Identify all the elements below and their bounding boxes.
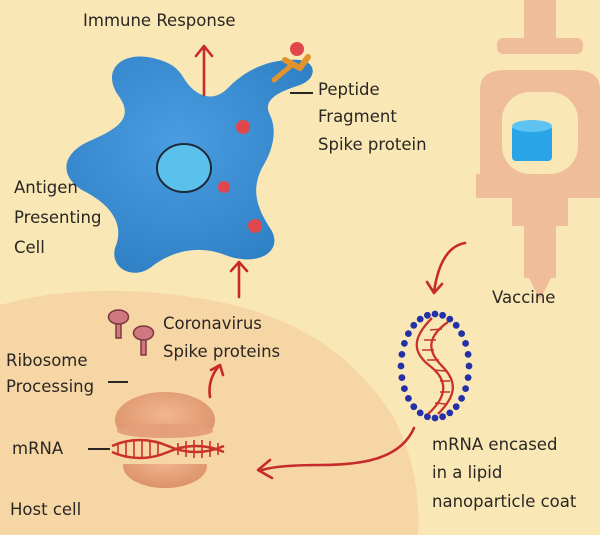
arrow-ribosome-to-spike <box>208 363 225 399</box>
label-apc-line1: Antigen <box>14 178 78 197</box>
lipid-dot <box>452 403 460 411</box>
antigen-dot <box>218 181 230 193</box>
lipid-dot <box>416 409 424 417</box>
lipid-dot <box>431 414 439 422</box>
lipid-dot <box>446 409 454 417</box>
lipid-dot <box>439 311 446 319</box>
arrow-lnp-to-host <box>256 426 416 480</box>
label-coronavirus-line1: Coronavirus <box>163 314 262 333</box>
lnp-mrna-strand <box>415 317 454 415</box>
antigen-dot <box>248 219 262 233</box>
lipid-dot <box>424 413 431 421</box>
lipid-dot <box>416 315 424 323</box>
label-coronavirus-line2: Spike proteins <box>163 342 281 361</box>
label-apc-line3: Cell <box>14 238 45 257</box>
antigen-dot <box>290 42 304 56</box>
lipid-dot <box>465 362 473 370</box>
host-mrna-strand <box>111 438 225 460</box>
label-ribosome-line1: Ribosome <box>6 351 88 370</box>
lipid-dot <box>464 351 472 358</box>
lipid-nanoparticle-coat <box>397 310 473 422</box>
label-lnp-line2: in a lipid <box>432 463 503 482</box>
lipid-dot <box>439 413 446 421</box>
lipid-dot <box>398 374 406 381</box>
label-mrna: mRNA <box>12 439 64 458</box>
arrow-immune-response <box>194 44 214 97</box>
vaccine-syringe <box>476 0 600 300</box>
lipid-dot <box>397 362 405 370</box>
label-lnp-line1: mRNA encased <box>432 435 558 454</box>
arrow-vaccine-to-lnp <box>425 241 467 295</box>
arrow-spike-to-cell <box>229 260 249 299</box>
lipid-dot <box>410 403 418 411</box>
lipid-dot <box>462 340 469 347</box>
lipid-dot <box>431 310 439 318</box>
nucleus <box>156 143 212 193</box>
label-peptide-fragment-line3: Spike protein <box>318 135 427 154</box>
lipid-dot <box>401 340 408 347</box>
lipid-dot <box>446 315 454 323</box>
label-peptide-fragment-line1: Peptide <box>318 80 380 99</box>
lipid-dot <box>464 374 472 381</box>
lipid-dot <box>401 385 408 392</box>
label-host-cell: Host cell <box>10 500 82 519</box>
lipid-dot <box>410 321 418 329</box>
spike-proteins <box>107 309 155 356</box>
vaccine-fluid <box>512 120 552 161</box>
lipid-dot <box>458 330 465 337</box>
label-ribosome-line2: Processing <box>6 377 95 396</box>
peptide-receptor <box>271 54 311 83</box>
lipid-dot <box>462 385 469 392</box>
label-lnp-line3: nanoparticle coat <box>432 492 577 511</box>
lipid-dot <box>424 311 431 319</box>
label-immune-response: Immune Response <box>83 11 236 30</box>
label-apc-line2: Presenting <box>14 208 102 227</box>
arrows <box>194 44 467 480</box>
label-peptide-fragment-line2: Fragment <box>318 107 397 126</box>
lipid-dot <box>405 330 412 337</box>
lipid-dot <box>405 395 412 402</box>
antigen-dot <box>236 120 250 134</box>
label-vaccine: Vaccine <box>492 288 556 307</box>
lipid-dot <box>452 321 460 329</box>
lipid-dot <box>398 351 406 358</box>
lipid-dot <box>458 395 465 402</box>
